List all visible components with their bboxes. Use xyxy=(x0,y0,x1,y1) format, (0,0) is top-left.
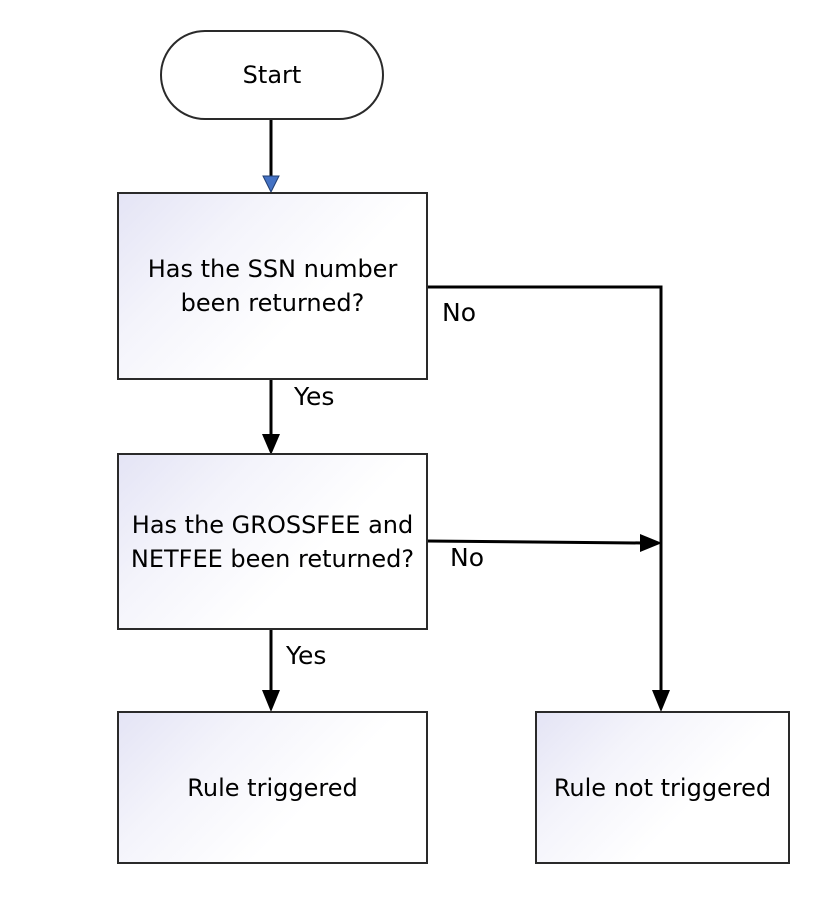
fee-yes-arrowhead xyxy=(262,690,280,712)
fee-decision-box: Has the GROSSFEE and NETFEE been returne… xyxy=(117,453,428,630)
ssn-decision-box: Has the SSN number been returned? xyxy=(117,192,428,380)
no-path-arrowhead xyxy=(652,690,670,712)
ssn-yes-label: Yes xyxy=(294,382,335,411)
fee-no-connector xyxy=(426,539,643,545)
start-node: Start xyxy=(160,30,384,120)
fee-no-label: No xyxy=(450,543,484,572)
fee-yes-label: Yes xyxy=(286,641,327,670)
ssn-no-label: No xyxy=(442,298,476,327)
ssn-yes-arrowhead xyxy=(262,434,280,455)
rule-triggered-box: Rule triggered xyxy=(117,711,428,864)
ssn-no-connector xyxy=(427,285,663,692)
rule-not-triggered-box: Rule not triggered xyxy=(535,711,790,864)
fee-no-arrowhead xyxy=(640,534,662,552)
start-arrowhead xyxy=(262,175,280,194)
